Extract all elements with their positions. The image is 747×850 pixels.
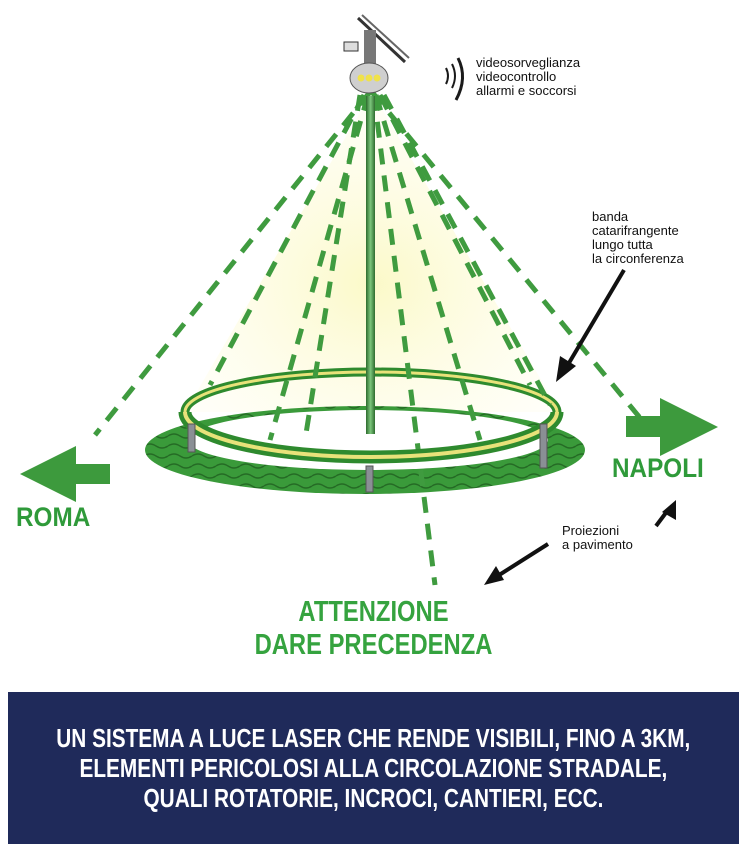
caption-line-1: UN SISTEMA A LUCE LASER CHE RENDE VISIBI… <box>56 723 691 753</box>
surveillance-label-line-3: allarmi e soccorsi <box>476 83 577 98</box>
radio-waves-icon <box>445 57 464 101</box>
caption-line-2: ELEMENTI PERICOLOSI ALLA CIRCOLAZIONE ST… <box>79 753 668 783</box>
band-arrow <box>556 268 626 382</box>
arrow-left-icon <box>20 446 110 502</box>
band-label-line-2: catarifrangente <box>592 223 679 238</box>
warning-projection-text: ATTENZIONE DARE PRECEDENZA <box>0 596 747 662</box>
caption-line-3: QUALI ROTATORIE, INCROCI, CANTIERI, ECC. <box>143 783 604 813</box>
band-label-line-4: la circonferenza <box>592 251 684 266</box>
projection-label: Proiezioni a pavimento <box>562 524 633 552</box>
surveillance-label-line-2: videocontrollo <box>476 69 557 84</box>
projection-label-line-2: a pavimento <box>562 537 633 552</box>
projection-arrow <box>484 500 676 585</box>
pole-head <box>343 14 410 94</box>
surveillance-label-line-1: videosorveglianza <box>476 55 581 70</box>
reflective-band-label: banda catarifrangente lungo tutta la cir… <box>592 210 684 266</box>
city-left-label: ROMA <box>16 502 91 532</box>
laser-roundabout-diagram <box>20 14 718 586</box>
projection-label-line-1: Proiezioni <box>562 523 620 538</box>
ring-supports <box>187 423 548 493</box>
arrow-right-icon <box>626 398 718 456</box>
surveillance-label: videosorveglianza videocontrollo allarmi… <box>476 56 580 98</box>
laser-beams <box>93 90 652 586</box>
caption-box: UN SISTEMA A LUCE LASER CHE RENDE VISIBI… <box>8 692 739 844</box>
band-label-line-1: banda <box>592 209 629 224</box>
warning-line-2: DARE PRECEDENZA <box>254 629 493 661</box>
band-label-line-3: lungo tutta <box>592 237 653 252</box>
pole <box>366 96 375 434</box>
warning-line-1: ATTENZIONE <box>298 596 449 628</box>
city-right-label: NAPOLI <box>612 453 704 483</box>
